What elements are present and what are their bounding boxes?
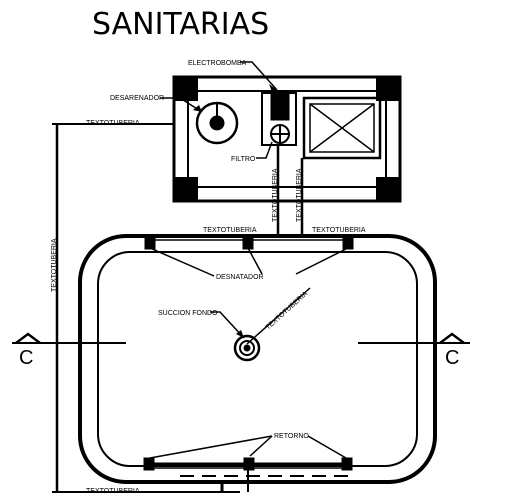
retorno-fitting	[243, 457, 255, 471]
storage-tank-symbol	[302, 96, 382, 160]
section-mark-left: C	[19, 347, 33, 369]
label-filtro: FILTRO	[231, 156, 256, 163]
label-texto-tuberia-skimmer-left: TEXTOTUBERIA	[203, 227, 257, 234]
desnatador-fitting	[342, 236, 354, 250]
drawing-title: SANITARIAS	[92, 7, 269, 42]
leader-arrowheads	[193, 84, 277, 338]
return-fittings	[143, 457, 353, 471]
equipment-room	[172, 75, 402, 203]
section-mark-right: C	[445, 347, 459, 369]
label-desarenador: DESARENADOR	[110, 95, 164, 102]
label-retorno: RETORNO	[274, 433, 309, 440]
label-texto-tuberia-vertical-mid: TEXTOTUBERIA	[272, 168, 279, 222]
section-line	[12, 332, 470, 344]
electrobomba-symbol	[261, 92, 297, 146]
label-electrobomba: ELECTROBOMBA	[188, 60, 247, 67]
desnatador-fitting	[144, 236, 156, 250]
label-texto-tuberia-vertical-right: TEXTOTUBERIA	[296, 168, 303, 222]
skimmer-fittings	[144, 236, 354, 250]
retorno-fitting	[143, 457, 155, 471]
label-texto-tuberia-diagonal: TEXTOTUBERIA	[265, 290, 310, 331]
label-texto-tuberia-vertical-left: TEXTOTUBERIA	[51, 238, 58, 292]
label-succion-fondo: SUCCION FONDO	[158, 310, 218, 317]
leader-lines	[149, 61, 349, 459]
label-desnatador: DESNATADOR	[216, 274, 264, 281]
label-texto-tuberia-bottom: TEXTOTUBERIA	[86, 488, 140, 495]
corner-column	[174, 177, 198, 201]
desnatador-fitting	[242, 236, 254, 250]
pool-outline	[78, 234, 437, 484]
desarenador-symbol	[195, 101, 239, 145]
label-texto-tuberia-skimmer-right: TEXTOTUBERIA	[312, 227, 366, 234]
retorno-fitting	[341, 457, 353, 471]
label-texto-tuberia-top: TEXTOTUBERIA	[86, 120, 140, 127]
corner-column	[174, 77, 198, 101]
corner-column	[376, 177, 400, 201]
succion-fondo-symbol	[233, 334, 261, 362]
